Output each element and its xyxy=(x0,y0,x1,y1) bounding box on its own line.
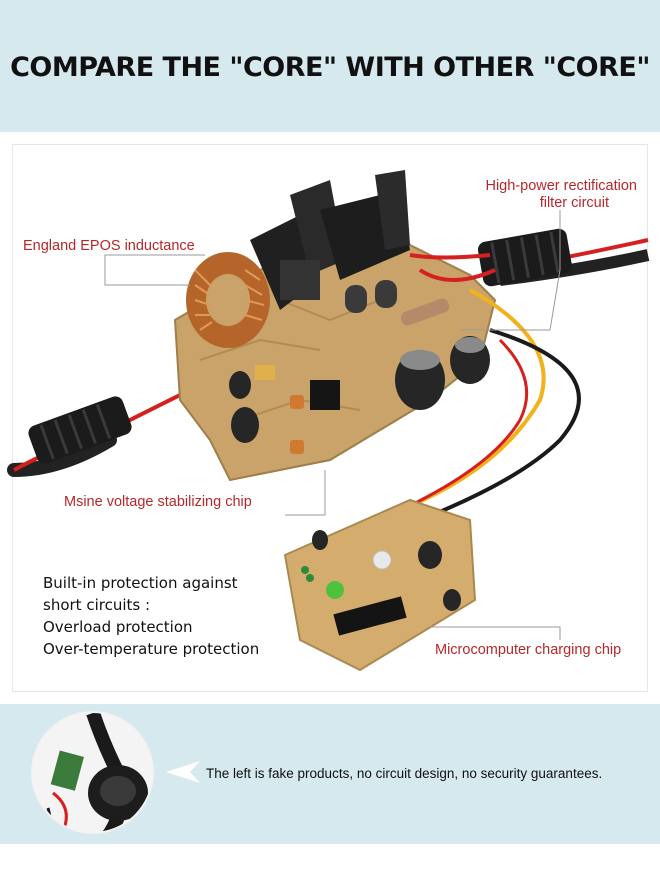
toroid-inductor xyxy=(186,252,270,348)
capacitor-large xyxy=(395,350,445,410)
callout-stabilizing-chip: Msine voltage stabilizing chip xyxy=(64,494,252,510)
callout-rectification-line2: filter circuit xyxy=(539,195,609,211)
charging-ic xyxy=(333,596,407,636)
protection-line: Overload protection xyxy=(43,618,193,636)
strain-relief-left xyxy=(28,396,132,464)
pointer-arrow-icon xyxy=(166,761,200,783)
ic-chip xyxy=(310,380,340,410)
leader-stabilizing xyxy=(285,470,326,516)
resistor-large xyxy=(400,298,450,326)
callout-inductance: England EPOS inductance xyxy=(23,238,195,254)
protection-line: short circuits : xyxy=(43,596,151,614)
callout-charging-chip: Microcomputer charging chip xyxy=(435,642,622,658)
led-white xyxy=(372,550,392,570)
page-title: COMPARE THE "CORE" WITH OTHER "CORE" xyxy=(10,52,650,83)
wire-red-small xyxy=(389,338,529,517)
protection-list: Built-in protection against short circui… xyxy=(43,572,259,660)
protection-line: Built-in protection against xyxy=(43,574,238,592)
fake-product-image xyxy=(31,711,154,834)
protection-line: Over-temperature protection xyxy=(43,640,260,658)
led-green xyxy=(326,581,344,599)
fake-product-caption: The left is fake products, no circuit de… xyxy=(206,766,603,781)
leader-rectification xyxy=(460,210,561,331)
callout-rectification: High-power rectification filter circuit xyxy=(485,178,637,212)
capacitor-small xyxy=(229,371,259,443)
wire-yellow xyxy=(399,288,546,512)
leader-inductance xyxy=(104,254,205,286)
wire-black xyxy=(419,328,581,522)
footer-strip xyxy=(0,844,660,869)
diode xyxy=(375,280,397,308)
leader-charging xyxy=(430,626,561,640)
callout-rectification-line1: High-power rectification xyxy=(485,178,637,194)
diode xyxy=(345,285,367,313)
capacitor-large xyxy=(450,336,490,384)
header-band xyxy=(0,0,660,132)
cable-left xyxy=(7,433,117,477)
heatsink-2 xyxy=(320,170,410,280)
